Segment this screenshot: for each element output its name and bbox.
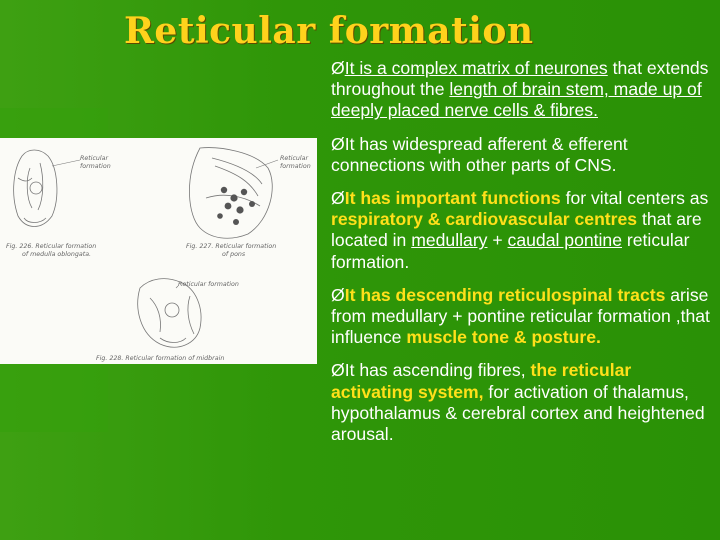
bullet-3-part-8: reticular formation. [331, 230, 690, 272]
caption-fig-227-1: Fig. 227. Reticular formation [186, 242, 276, 250]
bullet-1-part-3: length of brain stem, made up of deeply … [331, 79, 702, 121]
bullet-3-part-5: medullary [411, 230, 488, 251]
label-rf-pons-2: formation [280, 162, 311, 170]
bullet-5-part-3: for activation of thalamus, hypothalamus… [331, 381, 705, 445]
caption-fig-226-1: Fig. 226. Reticular formation [6, 242, 96, 250]
label-rf-medulla-2: formation [80, 162, 111, 170]
bullet-arrow-icon: Ø [331, 188, 345, 209]
slide-title: Reticular formation [124, 10, 534, 52]
medulla-diagram [13, 149, 58, 227]
bullet-3-part-3: respiratory & cardiovascular centres [331, 209, 638, 230]
bullet-5-part-2: the reticular activating system, [331, 360, 632, 402]
bullet-2: ØIt has widespread afferent & efferent c… [331, 134, 716, 176]
label-rf-midbrain: Reticular formation [178, 280, 239, 288]
bullet-arrow-icon: Ø [331, 133, 345, 154]
bullet-3-part-4: that are located in [331, 209, 702, 251]
bullet-1: ØIt is a complex matrix of neurones that… [331, 58, 716, 122]
bullet-4: ØIt has descending reticulospinal tracts… [331, 285, 716, 349]
pons-diagram [189, 147, 273, 239]
bullet-3-part-1: It has important functions [344, 188, 561, 209]
bullet-5-part-1: It has ascending fibres, [344, 360, 531, 381]
brainstem-figure: Reticular formation Reticular formation … [0, 138, 317, 364]
pons-nuclei [217, 186, 255, 225]
bullet-1-part-1: It is a complex matrix of neurones [344, 58, 608, 78]
caption-fig-227-2: of pons [222, 251, 246, 258]
bullet-4-part-2: arise from medullary + pontine reticular… [331, 284, 710, 348]
bullet-2-part-1: It has widespread afferent & efferent co… [331, 133, 628, 175]
bullet-5: ØIt has ascending fibres, the reticular … [331, 360, 716, 445]
bullet-3-part-7: caudal pontine [507, 230, 623, 251]
bullet-arrow-icon: Ø [331, 360, 345, 381]
label-rf-medulla-1: Reticular [80, 154, 109, 162]
bullet-3-part-2: for vital centers as [560, 188, 709, 209]
midbrain-diagram [137, 278, 202, 348]
caption-fig-226-2: of medulla oblongata. [22, 250, 91, 258]
bullet-list: ØIt is a complex matrix of neurones that… [331, 58, 716, 457]
bullet-1-part-2: that extends throughout the [331, 58, 709, 100]
caption-fig-228: Fig. 228. Reticular formation of midbrai… [96, 354, 224, 362]
bullet-3: ØIt has important functions for vital ce… [331, 188, 716, 273]
bullet-3-part-6: + [487, 230, 508, 251]
bullet-arrow-icon: Ø [331, 58, 345, 78]
label-rf-pons-1: Reticular [280, 154, 309, 162]
bullet-arrow-icon: Ø [331, 284, 345, 305]
bullet-4-part-3: muscle tone & posture. [406, 327, 601, 348]
bullet-4-part-1: It has descending reticulospinal tracts [344, 284, 666, 305]
